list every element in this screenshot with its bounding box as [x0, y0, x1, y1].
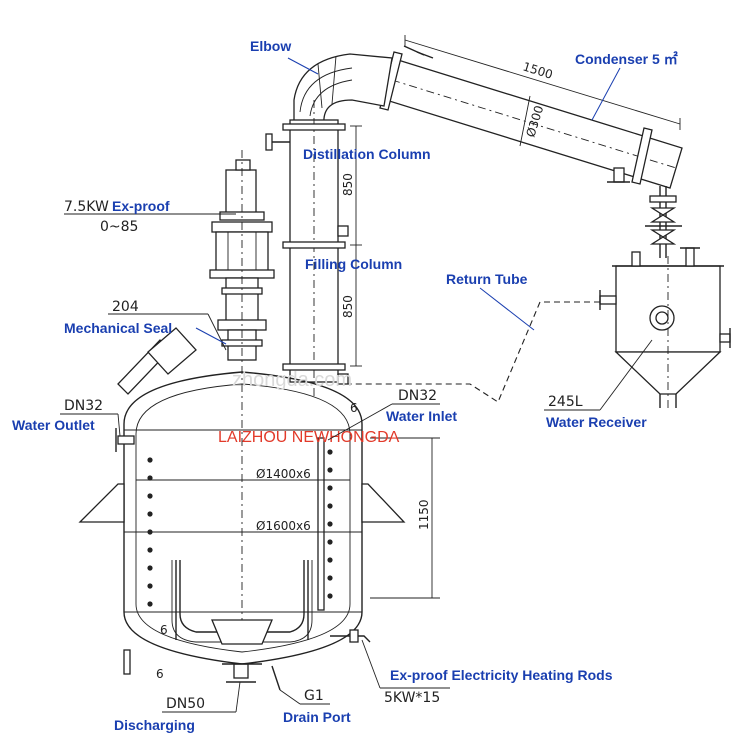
drain-size: G1 [304, 688, 324, 704]
label-elbow: Elbow [250, 38, 291, 54]
shell-height-dim: 1150 [417, 499, 431, 530]
reactor-vessel: 1150 [78, 371, 440, 691]
motor-drive [117, 150, 275, 640]
label-water-inlet: Water Inlet [386, 408, 457, 424]
label-return-tube: Return Tube [446, 271, 528, 287]
label-filling-column: Filling Column [305, 256, 402, 272]
watermark-site: zhongda.com [232, 369, 352, 391]
discharge-size: DN50 [166, 696, 205, 712]
water-receiver [599, 186, 731, 410]
elbow [293, 53, 393, 125]
heater-rating: 5KW*15 [384, 690, 440, 706]
watermark-brand: LAIZHOU NEWHONGDA [218, 429, 400, 446]
motor-power: 7.5KW [64, 199, 109, 215]
column-upper-dim: 850 [341, 173, 355, 196]
inlet-size: DN32 [398, 388, 437, 404]
speed-range: 0~85 [100, 219, 138, 235]
column: 850 850 [265, 100, 362, 400]
label-condenser: Condenser 5 ㎡ [575, 51, 678, 67]
label-discharging: Discharging [114, 717, 195, 733]
inner-shell-dim: Ø1400x6 [256, 467, 311, 481]
label-drain-port: Drain Port [283, 709, 351, 725]
label-heating-rods: Ex-proof Electricity Heating Rods [390, 667, 613, 683]
wall-bottom-b: 6 [156, 667, 164, 681]
condenser-length-dim: 1500 [521, 59, 554, 81]
receiver-volume: 245L [548, 394, 583, 410]
label-water-receiver: Water Receiver [546, 414, 647, 430]
seal-code: 204 [112, 299, 139, 315]
condenser: 1500 Ø300 [379, 35, 683, 189]
column-lower-dim: 850 [341, 295, 355, 318]
label-mechanical-seal: Mechanical Seal [64, 320, 172, 336]
outlet-size: DN32 [64, 398, 103, 414]
outer-shell-dim: Ø1600x6 [256, 519, 311, 533]
wall-bottom-a: 6 [160, 623, 168, 637]
heating-rod-holes [147, 449, 333, 607]
label-water-outlet: Water Outlet [12, 417, 95, 433]
label-ex-proof: Ex-proof [112, 198, 170, 214]
label-distillation-column: Distillation Column [303, 146, 431, 162]
return-tube-line [345, 301, 600, 403]
wall-top: 6 [350, 401, 358, 415]
